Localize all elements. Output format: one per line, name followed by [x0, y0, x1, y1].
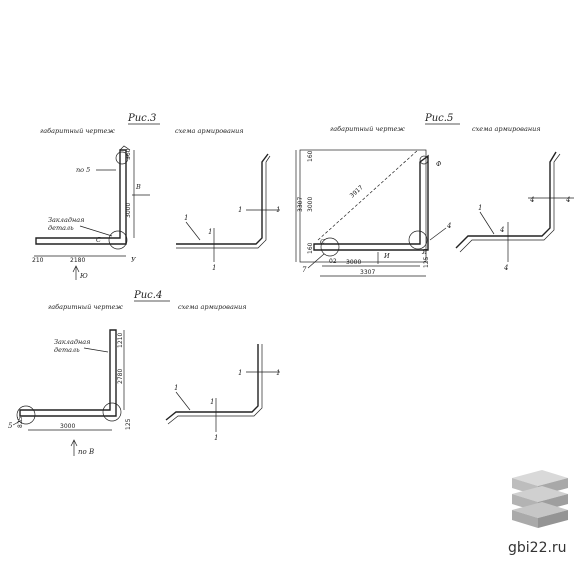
- fig4-label-5: 5: [8, 422, 13, 430]
- fig5-rebar-mark: 1: [478, 204, 482, 212]
- fig5-section-mark-right: 4: [565, 196, 570, 204]
- fig3-rebar-scheme: 1 1 1 1 1: [176, 153, 280, 272]
- fig3-rebar-mark: 1: [184, 214, 188, 222]
- fig5-section-mark-top: 4: [499, 226, 504, 234]
- fig4-label-poB: по В: [78, 448, 94, 456]
- fig4-group: Рис.4 габаритный чертеж схема армировани…: [8, 290, 280, 456]
- fig3-dim-bottom: 2180: [70, 257, 85, 264]
- fig4-dim-vert: 2780: [117, 369, 124, 384]
- fig5-section-mark-bot: 4: [503, 264, 508, 272]
- fig5-dim-vert-inner: 3000: [307, 197, 314, 212]
- fig3-label-po5: по 5: [76, 166, 90, 174]
- fig3-dim-left: 210: [32, 257, 44, 264]
- fig3-detail-circle-top: [115, 151, 129, 165]
- fig3-dim-vert: 3000: [125, 203, 132, 218]
- fig5-title: Рис.5: [424, 113, 453, 124]
- fig4-dim-right: 125: [125, 418, 132, 430]
- fig5-label-4: 4: [446, 222, 451, 230]
- fig3-label-B: В: [135, 183, 141, 191]
- fig4-label-embedded: Закладная: [54, 338, 90, 346]
- fig3-section-mark-top: 1: [208, 228, 212, 236]
- fig3-label-U: У: [131, 256, 137, 264]
- fig4-label-embedded2: деталь: [54, 346, 80, 354]
- fig4-detail-circle-right: [102, 402, 122, 422]
- fig4-right-caption: схема армирования: [178, 303, 247, 311]
- fig3-section-mark-left: 1: [238, 206, 242, 214]
- fig5-detail-circle-left: [320, 237, 340, 257]
- fig4-left-caption: габаритный чертеж: [48, 303, 123, 311]
- fig3-outline-drawing: по 5 В Закладная деталь С У 360 3000 218…: [32, 145, 150, 280]
- fig4-section-mark-top: 1: [210, 398, 214, 406]
- fig3-group: Рис.3 габаритный чертеж схема армировани…: [32, 113, 280, 280]
- fig5-rebar-scheme: 1 4 4 4 4: [455, 151, 574, 272]
- fig5-group: Рис.5 габаритный чертеж схема армировани…: [295, 113, 574, 277]
- fig5-dim-label-02: 02: [329, 258, 337, 265]
- fig3-left-caption: габаритный чертеж: [40, 127, 115, 135]
- fig5-label-F: Ф: [436, 160, 442, 168]
- fig4-rebar-mark: 1: [174, 384, 178, 392]
- fig4-rebar-scheme: 1 1 1 1 1: [165, 344, 280, 442]
- fig5-label-C: С: [320, 238, 325, 246]
- fig5-dim-bottom-inner: 3000: [346, 259, 361, 266]
- fig3-section-mark-bot: 1: [212, 264, 216, 272]
- fig3-label-IO: Ю: [79, 272, 88, 280]
- fig3-label-C: С: [96, 236, 101, 244]
- fig5-outline-drawing: 3917 Ф 4 С Я И 7 3307 3000 160 160 02 12…: [295, 149, 451, 277]
- fig5-dim-diag: 3917: [349, 184, 365, 200]
- fig5-dim-vert-outer: 3307: [297, 197, 304, 212]
- fig4-dim-bottom: 3000: [60, 423, 75, 430]
- fig4-dim-left: 825: [17, 416, 24, 428]
- fig3-title: Рис.3: [127, 113, 156, 124]
- fig5-left-caption: габаритный чертеж: [330, 125, 405, 133]
- fig4-section-mark-bot: 1: [214, 434, 218, 442]
- watermark-text[interactable]: gbi22.ru: [508, 540, 567, 556]
- fig4-title: Рис.4: [133, 290, 162, 301]
- fig4-section-mark-left: 1: [238, 369, 242, 377]
- fig3-detail-circle-bottom: [108, 230, 128, 250]
- fig5-label-I: И: [383, 252, 390, 260]
- fig3-dim-top: 360: [125, 148, 132, 160]
- fig5-detail-circle-top: [419, 155, 429, 165]
- fig5-section-mark-left: 4: [529, 196, 534, 204]
- fig4-detail-circle-left: [16, 405, 36, 425]
- fig5-detail-circle-right: [408, 230, 428, 250]
- fig4-dim-top: 1210: [117, 333, 124, 348]
- fig3-label-embedded: Закладная: [48, 216, 84, 224]
- fig3-label-embedded2: деталь: [48, 224, 74, 232]
- fig5-label-7: 7: [302, 266, 307, 274]
- fig5-dim-left-small: 160: [307, 242, 314, 254]
- fig5-dim-bottom-outer: 3307: [360, 269, 375, 276]
- fig5-label-Ya: Я: [421, 248, 428, 256]
- fig5-dim-top: 160: [307, 150, 314, 162]
- fig5-right-caption: схема армирования: [472, 125, 541, 133]
- fig4-outline-drawing: Закладная деталь 5 1210 2780 125 825 300…: [8, 329, 132, 456]
- fig3-section-mark-right: 1: [276, 206, 280, 214]
- fig4-section-mark-right: 1: [276, 369, 280, 377]
- fig3-right-caption: схема армирования: [175, 127, 244, 135]
- fig5-dim-right-small: 125: [423, 256, 430, 268]
- watermark-logo-icon: [512, 470, 568, 528]
